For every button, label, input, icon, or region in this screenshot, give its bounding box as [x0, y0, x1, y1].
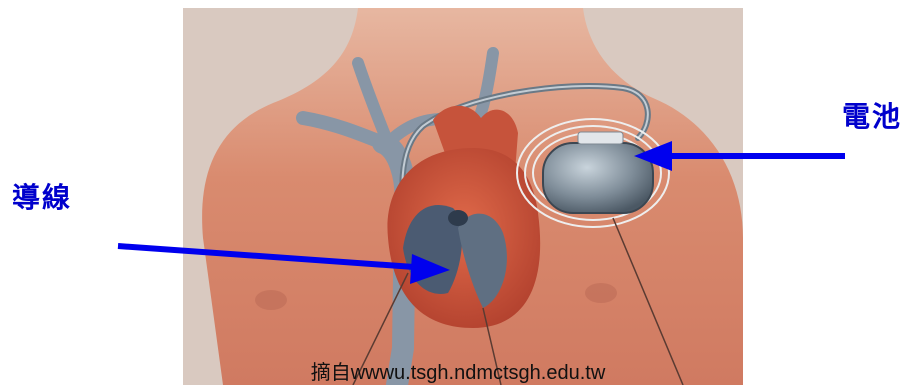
lead-label: 導線: [12, 176, 72, 216]
pacemaker-illustration: [183, 8, 743, 385]
source-caption-text: 摘自wwwu.tsgh.ndmctsgh.edu.tw: [311, 362, 606, 384]
source-caption: 摘自wwwu.tsgh.ndmctsgh.edu.tw: [0, 356, 916, 385]
right-nipple: [585, 283, 617, 303]
battery-label: 電池: [842, 95, 902, 135]
left-nipple: [255, 290, 287, 310]
